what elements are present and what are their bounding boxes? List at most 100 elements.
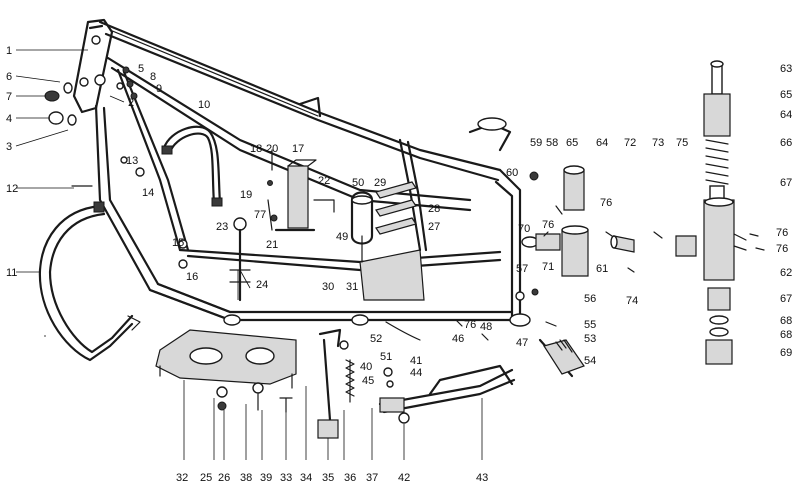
callout-44: 44 [410, 367, 422, 379]
callout-46: 46 [452, 333, 464, 345]
motorcycle-frame [72, 18, 531, 327]
small-screws-right [455, 205, 765, 341]
callout-75: 75 [676, 137, 688, 149]
callout-59: 59 [530, 137, 542, 149]
callout-28: 28 [428, 203, 440, 215]
crash-bar-left [38, 201, 141, 362]
steering-damper [610, 235, 697, 257]
callout-67b: 67 [780, 293, 792, 305]
callout-64a: 64 [596, 137, 608, 149]
footrest-rubber [538, 338, 585, 378]
callout-35: 35 [322, 472, 334, 484]
battery-clamp-parts [267, 149, 335, 222]
callout-17: 17 [292, 143, 304, 155]
callout-41: 41 [410, 355, 422, 367]
callout-65b: 65 [780, 89, 792, 101]
callout-3: 3 [6, 141, 12, 153]
callout-56: 56 [584, 293, 596, 305]
fork-tube-upper [521, 165, 589, 277]
callout-62: 62 [780, 267, 792, 279]
callout-12: 12 [6, 183, 18, 195]
callout-11: 11 [6, 267, 17, 279]
callout-70: 70 [518, 223, 530, 235]
callout-27: 27 [428, 221, 440, 233]
callout-61: 61 [596, 263, 608, 275]
leader-lines [15, 49, 483, 460]
crash-bar-upper [161, 125, 223, 207]
callout-2: 2 [128, 97, 134, 109]
air-filter-tube [350, 191, 374, 263]
callout-34: 34 [300, 472, 312, 484]
callout-48: 48 [480, 321, 492, 333]
callout-68b: 68 [780, 329, 792, 341]
callout-23: 23 [216, 221, 228, 233]
callout-67a: 67 [780, 177, 792, 189]
callout-4: 4 [6, 113, 12, 125]
toolbox-bracket [267, 159, 317, 232]
callout-50: 50 [352, 177, 364, 189]
callout-73: 73 [652, 137, 664, 149]
callout-29: 29 [374, 177, 386, 189]
fasteners-lower [216, 171, 557, 413]
callout-77: 77 [254, 209, 266, 221]
brake-pedal [317, 328, 355, 439]
callout-76a: 76 [600, 197, 612, 209]
footboard-plate [155, 329, 297, 389]
callout-7: 7 [6, 91, 12, 103]
callout-55: 55 [584, 319, 596, 331]
callout-15: 15 [172, 237, 184, 249]
callout-76d: 76 [776, 227, 788, 239]
callout-58: 58 [546, 137, 558, 149]
callout-45: 45 [362, 375, 374, 387]
callout-60: 60 [506, 167, 518, 179]
fork-head-small-parts [44, 66, 138, 187]
rubber-strips [375, 181, 417, 235]
callout-21: 21 [266, 239, 278, 251]
callout-66: 66 [780, 137, 792, 149]
fork-leg-right [703, 60, 747, 365]
callout-47: 47 [516, 337, 528, 349]
callout-10: 10 [198, 99, 210, 111]
callout-76b: 76 [542, 219, 554, 231]
callout-51: 51 [380, 351, 392, 363]
callout-37: 37 [366, 472, 378, 484]
callout-65a: 65 [566, 137, 578, 149]
callout-36: 36 [344, 472, 356, 484]
callout-32: 32 [176, 472, 188, 484]
callout-5: 5 [138, 63, 144, 75]
callout-14: 14 [142, 187, 154, 199]
callout-18: 18 [250, 143, 262, 155]
callout-20: 20 [266, 143, 278, 155]
callout-40: 40 [360, 361, 372, 373]
callout-31: 31 [346, 281, 358, 293]
callout-13: 13 [126, 155, 138, 167]
callout-71: 71 [542, 261, 554, 273]
callout-53: 53 [584, 333, 596, 345]
callout-25: 25 [200, 472, 212, 484]
callout-38: 38 [240, 472, 252, 484]
callout-19: 19 [240, 189, 252, 201]
callout-26: 26 [218, 472, 230, 484]
callout-1: 1 [6, 45, 12, 57]
callout-72: 72 [624, 137, 636, 149]
callout-69: 69 [780, 347, 792, 359]
callout-22: 22 [318, 175, 330, 187]
callout-54: 54 [584, 355, 596, 367]
callout-8: 8 [150, 71, 156, 83]
callout-68a: 68 [780, 315, 792, 327]
callout-16: 16 [186, 271, 198, 283]
callout-64b: 64 [780, 109, 792, 121]
callout-52: 52 [370, 333, 382, 345]
callout-6: 6 [6, 71, 12, 83]
bolt-set-left [120, 156, 251, 302]
callout-76e: 76 [776, 243, 788, 255]
callout-24: 24 [256, 279, 268, 291]
callout-49: 49 [336, 231, 348, 243]
callout-9: 9 [156, 83, 162, 95]
callout-57: 57 [516, 263, 528, 275]
callout-42: 42 [398, 472, 410, 484]
callout-labels: 1 2 3 4 5 6 7 8 9 10 11 12 13 14 15 16 1… [6, 45, 792, 484]
callout-33: 33 [280, 472, 292, 484]
